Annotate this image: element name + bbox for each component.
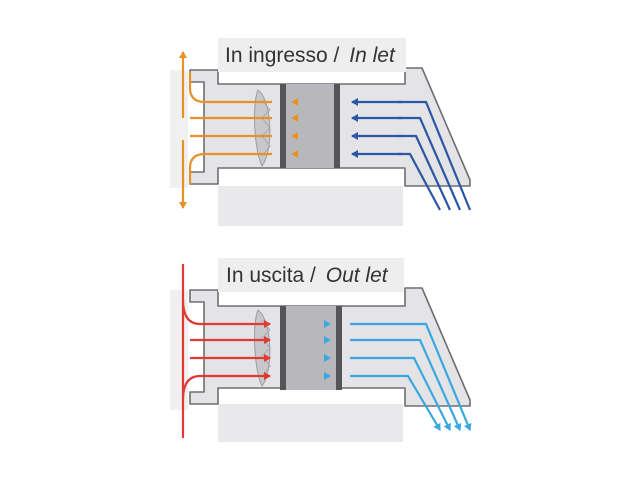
wall: [170, 70, 188, 188]
lower-block: [218, 186, 403, 226]
filter-core-icon: [280, 306, 342, 390]
panel-title: In uscita / Out let: [226, 264, 389, 287]
outlet-panel: In uscita / Out let: [170, 258, 472, 442]
title-box: [218, 258, 404, 292]
wall: [170, 290, 188, 410]
lower-block: [218, 404, 403, 442]
filter-core-icon: [280, 84, 340, 168]
outside-flow-arrows: [351, 98, 472, 211]
panel-title: In ingresso / In let: [225, 44, 396, 67]
room-flow-arrows: [181, 264, 271, 438]
room-flow-arrows: [179, 51, 272, 209]
title-box: [218, 38, 406, 72]
core-flow-arrows: [291, 98, 330, 158]
outside-flow-arrows: [350, 322, 472, 431]
fan-icon: [254, 89, 271, 167]
inlet-panel: In ingresso / In let: [170, 38, 472, 226]
core-flow-arrows: [290, 320, 331, 380]
